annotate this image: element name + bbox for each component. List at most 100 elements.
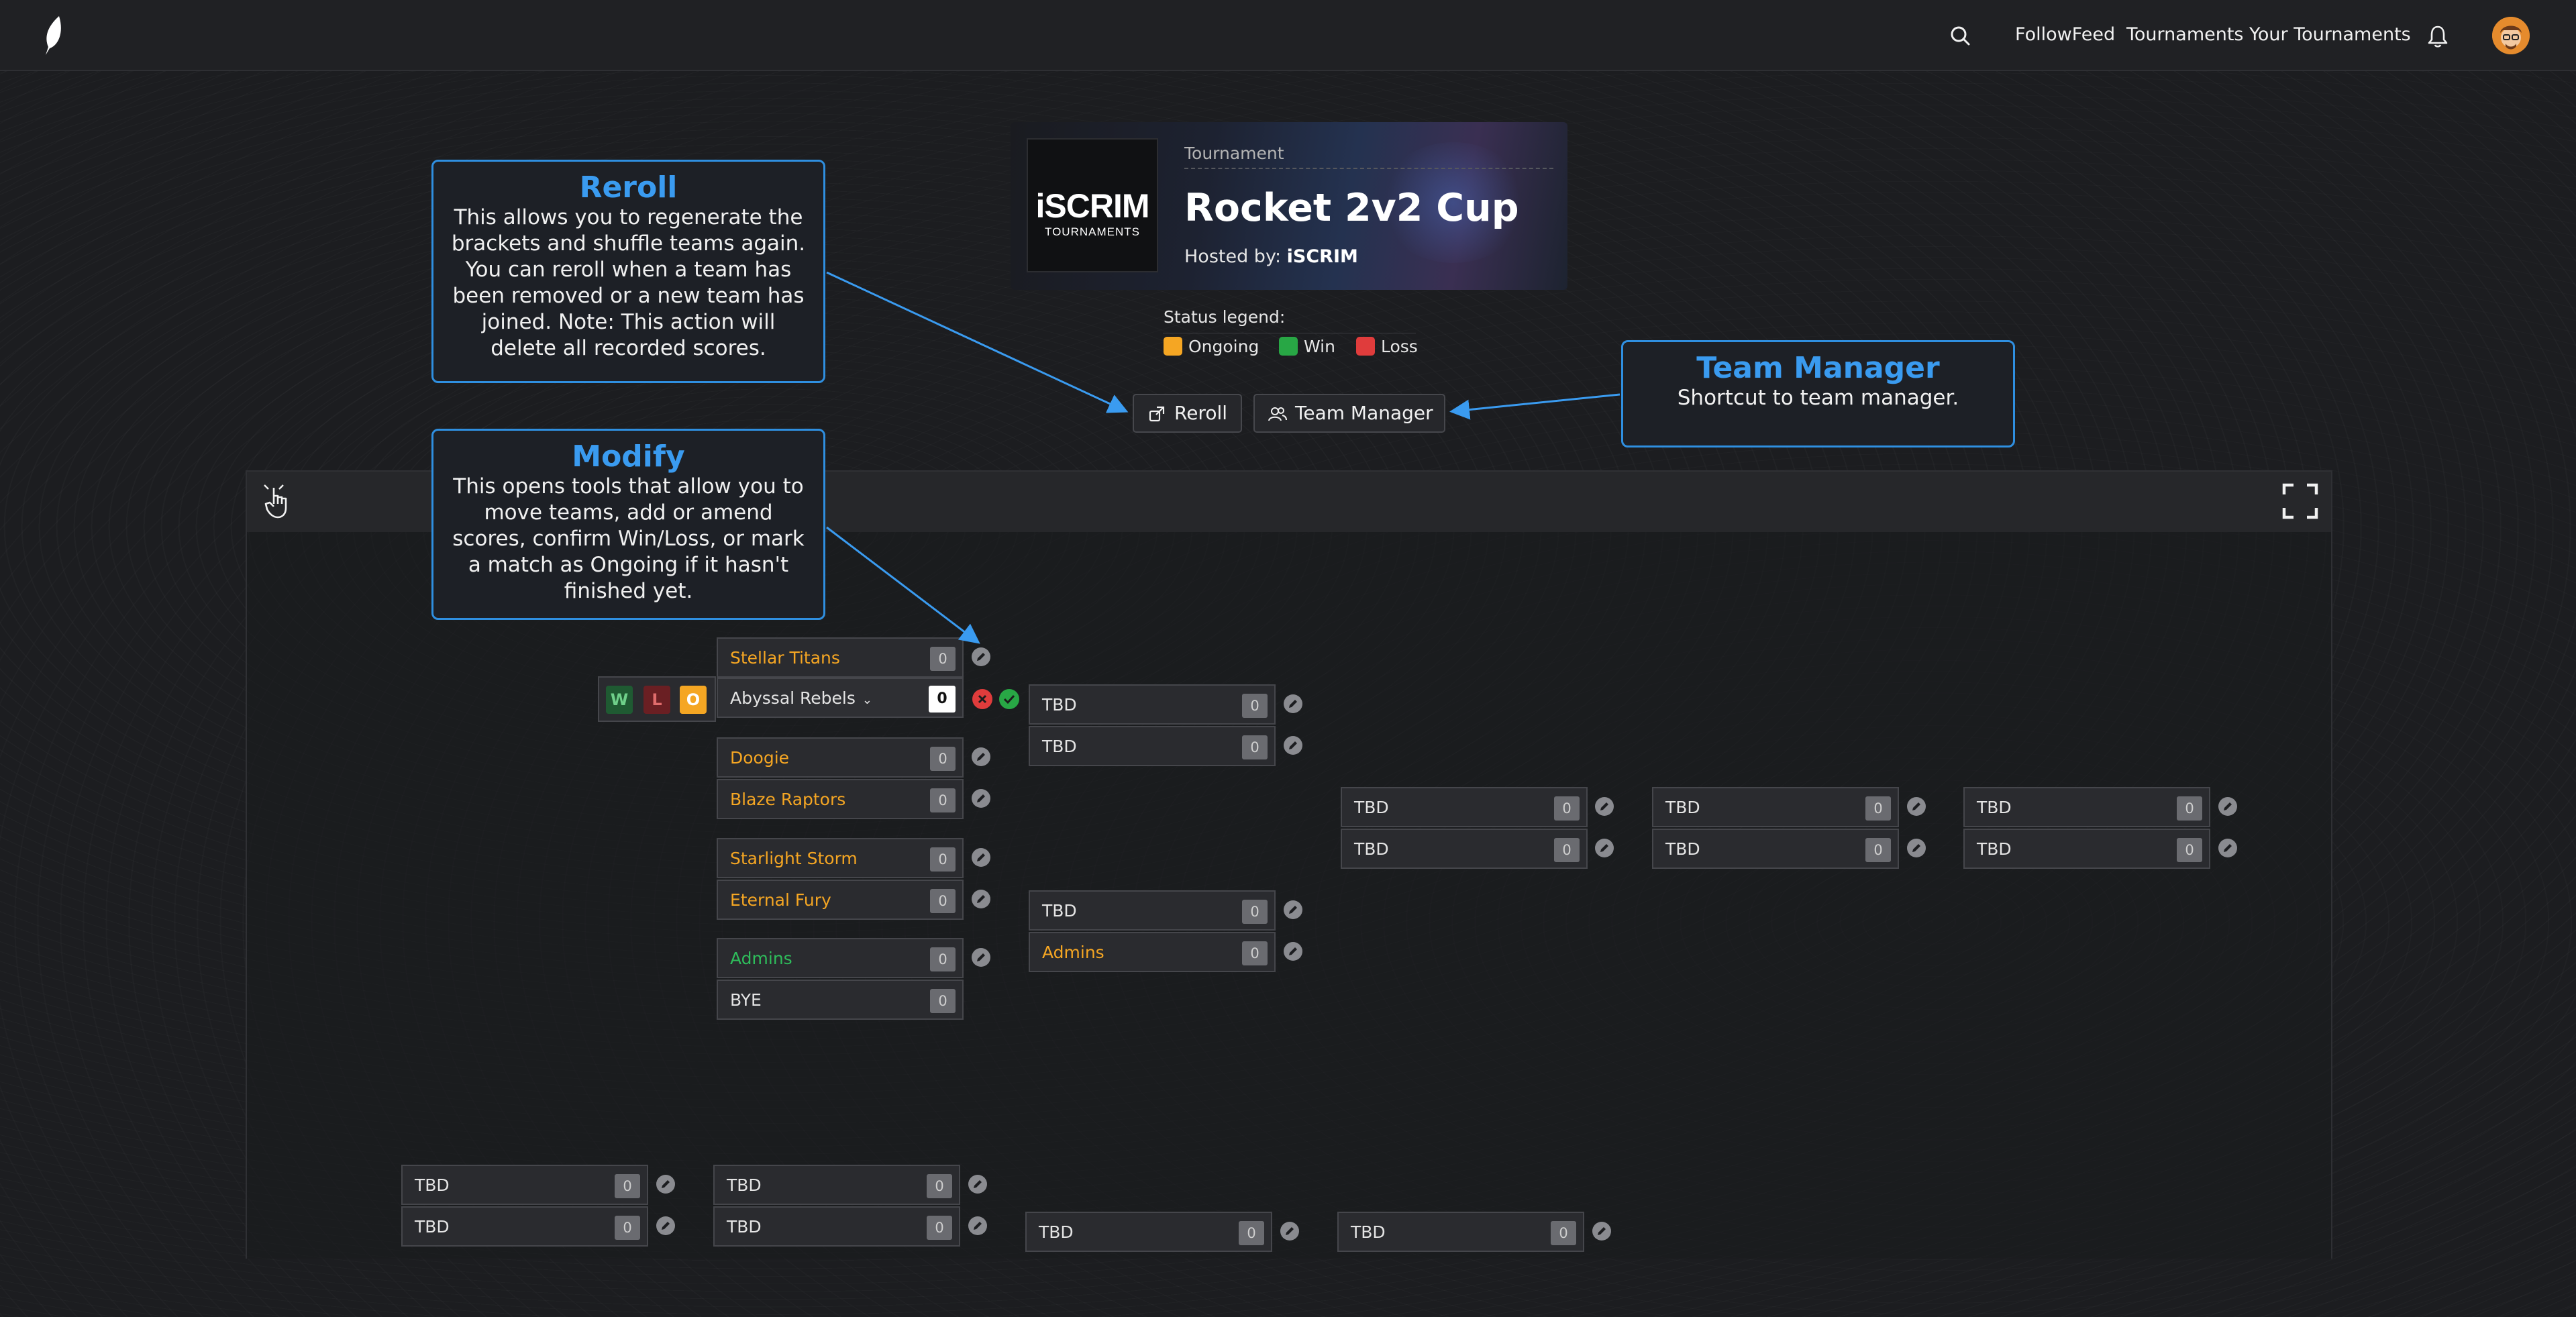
modify-callout-line: move teams, add or amend bbox=[484, 501, 773, 525]
logo-text-top: iSCRIM bbox=[1035, 187, 1150, 225]
reroll-callout-title: Reroll bbox=[579, 170, 678, 205]
edit-pencil-icon[interactable] bbox=[972, 848, 990, 867]
team-name: TBD bbox=[1042, 901, 1077, 920]
legend-win-label: Win bbox=[1304, 337, 1335, 356]
modify-callout: Modify This opens tools that allow you t… bbox=[431, 429, 825, 620]
legend-ongoing-label: Ongoing bbox=[1188, 337, 1259, 356]
team-name: Blaze Raptors bbox=[730, 790, 846, 809]
match-slot[interactable]: Blaze Raptors 0 bbox=[717, 779, 964, 819]
edit-pencil-icon[interactable] bbox=[1284, 736, 1302, 755]
team-manager-label: Team Manager bbox=[1295, 402, 1433, 424]
edit-pencil-icon[interactable] bbox=[1592, 1222, 1611, 1241]
ongoing-button[interactable]: O bbox=[680, 686, 707, 714]
team-score: 0 bbox=[927, 1216, 952, 1240]
edit-pencil-icon[interactable] bbox=[656, 1216, 675, 1235]
reroll-callout-line: brackets and shuffle teams again. bbox=[451, 231, 806, 256]
team-name: TBD bbox=[1039, 1222, 1074, 1242]
team-score: 0 bbox=[930, 947, 956, 971]
edit-pencil-icon[interactable] bbox=[972, 789, 990, 808]
team-score: 0 bbox=[930, 989, 956, 1013]
edit-pencil-icon[interactable] bbox=[972, 747, 990, 766]
team-manager-button[interactable]: Team Manager bbox=[1253, 394, 1445, 433]
loss-button[interactable]: L bbox=[643, 686, 670, 714]
edit-pencil-icon[interactable] bbox=[972, 890, 990, 908]
match-slot-editing[interactable]: Abyssal Rebels⌄ 0 bbox=[717, 678, 964, 718]
edit-pencil-icon[interactable] bbox=[2218, 839, 2237, 857]
team-name: Stellar Titans bbox=[730, 648, 840, 668]
win-button[interactable]: W bbox=[606, 686, 633, 714]
user-avatar[interactable] bbox=[2492, 17, 2530, 54]
team-name: Admins bbox=[1042, 943, 1104, 962]
team-score: 0 bbox=[930, 847, 956, 872]
modify-hand-icon[interactable] bbox=[262, 484, 294, 520]
cancel-edit-icon[interactable] bbox=[972, 689, 992, 709]
team-name: TBD bbox=[1354, 798, 1389, 817]
team-name: Eternal Fury bbox=[730, 890, 831, 910]
nav-tournaments-link[interactable]: Tournaments bbox=[2126, 24, 2244, 45]
team-score: 0 bbox=[930, 747, 956, 771]
edit-pencil-icon[interactable] bbox=[1284, 900, 1302, 919]
edit-pencil-icon[interactable] bbox=[1907, 797, 1926, 816]
match-slot[interactable]: TBD 0 bbox=[1025, 1212, 1272, 1252]
team-score: 0 bbox=[930, 788, 956, 812]
edit-pencil-icon[interactable] bbox=[1595, 839, 1614, 857]
team-name: TBD bbox=[1354, 839, 1389, 859]
edit-pencil-icon[interactable] bbox=[968, 1216, 987, 1235]
edit-pencil-icon[interactable] bbox=[972, 647, 990, 666]
edit-pencil-icon[interactable] bbox=[1595, 797, 1614, 816]
edit-pencil-icon[interactable] bbox=[1284, 694, 1302, 713]
team-select-dropdown[interactable]: Abyssal Rebels⌄ bbox=[730, 688, 872, 708]
score-input[interactable]: 0 bbox=[929, 686, 956, 713]
edit-pencil-icon[interactable] bbox=[972, 948, 990, 967]
nav-your-tournaments-link[interactable]: Your Tournaments bbox=[2249, 24, 2411, 45]
confirm-edit-icon[interactable] bbox=[999, 689, 1019, 709]
fullscreen-icon[interactable] bbox=[2281, 482, 2319, 520]
result-toolbar: W L O bbox=[598, 676, 716, 722]
edit-pencil-icon[interactable] bbox=[1907, 839, 1926, 857]
tournament-title: Rocket 2v2 Cup bbox=[1184, 186, 1519, 230]
team-score: 0 bbox=[615, 1174, 640, 1198]
tournament-banner: iSCRIM TOURNAMENTS Tournament Rocket 2v2… bbox=[1011, 122, 1567, 290]
team-name: TBD bbox=[1977, 798, 2012, 817]
team-score: 0 bbox=[1239, 1221, 1264, 1245]
feather-logo-icon[interactable] bbox=[42, 15, 67, 56]
modify-callout-line: finished yet. bbox=[564, 579, 693, 603]
bell-icon[interactable] bbox=[2424, 23, 2451, 50]
edit-pencil-icon[interactable] bbox=[1280, 1222, 1299, 1241]
team-name: TBD bbox=[1977, 839, 2012, 859]
edit-pencil-icon[interactable] bbox=[968, 1175, 987, 1194]
team-score: 0 bbox=[930, 889, 956, 913]
search-icon[interactable] bbox=[1946, 21, 1975, 51]
reroll-button[interactable]: Reroll bbox=[1133, 394, 1242, 433]
nav-followfeed-link[interactable]: FollowFeed bbox=[2015, 24, 2116, 45]
legend-win: Win bbox=[1279, 337, 1335, 356]
match-slot[interactable]: Eternal Fury 0 bbox=[717, 880, 964, 920]
status-legend-title: Status legend: bbox=[1164, 307, 1286, 327]
edit-pencil-icon[interactable] bbox=[656, 1175, 675, 1194]
reroll-callout-line: This allows you to regenerate the bbox=[454, 205, 803, 229]
team-manager-callout-title: Team Manager bbox=[1696, 351, 1940, 385]
edit-pencil-icon[interactable] bbox=[1284, 942, 1302, 961]
team-score: 0 bbox=[1242, 694, 1268, 718]
edit-pencil-icon[interactable] bbox=[2218, 797, 2237, 816]
